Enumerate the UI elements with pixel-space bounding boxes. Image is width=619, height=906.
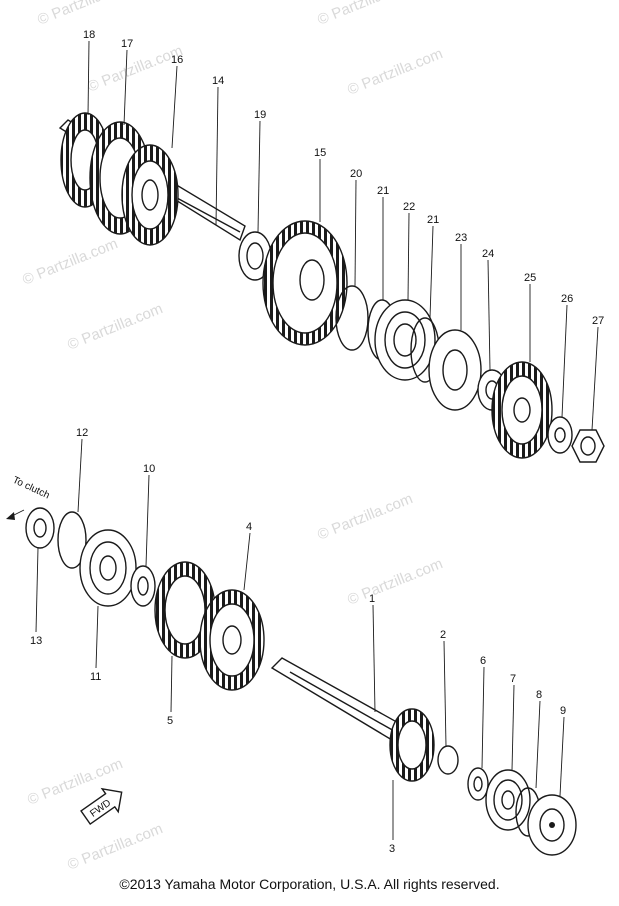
- bearing-11: [79, 529, 137, 607]
- bearing-13: [25, 507, 55, 549]
- watermark: © Partzilla.com: [85, 42, 185, 96]
- washer-6: [467, 767, 489, 801]
- callout-15: 15: [314, 147, 326, 159]
- callout-27: 27: [592, 315, 604, 327]
- callout-25: 25: [524, 272, 536, 284]
- watermark: © Partzilla.com: [35, 0, 135, 29]
- shaft-end-2: [437, 745, 459, 775]
- callout-26: 26: [561, 293, 573, 305]
- callout-21a: 21: [377, 185, 389, 197]
- callout-1: 1: [369, 593, 375, 605]
- nut-27: [571, 429, 605, 463]
- callout-4: 4: [246, 521, 252, 533]
- callout-9: 9: [560, 705, 566, 717]
- watermark: © Partzilla.com: [345, 555, 445, 609]
- callout-11: 11: [90, 671, 101, 683]
- oil-seal-23: [428, 329, 482, 411]
- callout-8: 8: [536, 689, 542, 701]
- callout-10: 10: [143, 463, 155, 475]
- washer-10: [130, 565, 156, 607]
- upper-shaft-assembly: [58, 112, 605, 463]
- callout-5: 5: [167, 715, 173, 727]
- lock-washer-26: [547, 416, 573, 454]
- callout-17: 17: [121, 38, 133, 50]
- callout-12: 12: [76, 427, 88, 439]
- fwd-arrow-icon: FWD: [80, 787, 123, 825]
- callout-20: 20: [350, 168, 362, 180]
- callout-19: 19: [254, 109, 266, 121]
- watermark: © Partzilla.com: [65, 300, 165, 354]
- callout-16: 16: [171, 54, 183, 66]
- callout-22: 22: [403, 201, 415, 213]
- callout-3: 3: [389, 843, 395, 855]
- callout-18: 18: [83, 29, 95, 41]
- callout-24: 24: [482, 248, 494, 260]
- watermark: © Partzilla.com: [345, 45, 445, 99]
- watermark: © Partzilla.com: [315, 0, 415, 29]
- callout-14: 14: [212, 75, 224, 87]
- lower-shaft-assembly: [25, 507, 577, 856]
- bearing-7: [485, 769, 531, 831]
- copyright-notice: ©2013 Yamaha Motor Corporation, U.S.A. A…: [119, 876, 500, 892]
- callout-13: 13: [30, 635, 42, 647]
- callout-2: 2: [440, 629, 446, 641]
- callout-7: 7: [510, 673, 516, 685]
- watermark: © Partzilla.com: [20, 235, 120, 289]
- watermark: © Partzilla.com: [65, 820, 165, 874]
- callouts: 18 17 16 14 19 15 20 21 22 21 23 24 25 2…: [30, 29, 604, 855]
- callout-23: 23: [455, 232, 467, 244]
- callout-6: 6: [480, 655, 486, 667]
- callout-21b: 21: [427, 214, 439, 226]
- circlip-12: [57, 511, 87, 569]
- to-clutch-label: To clutch: [11, 475, 51, 502]
- circlip-20: [335, 285, 369, 351]
- watermark: © Partzilla.com: [315, 490, 415, 544]
